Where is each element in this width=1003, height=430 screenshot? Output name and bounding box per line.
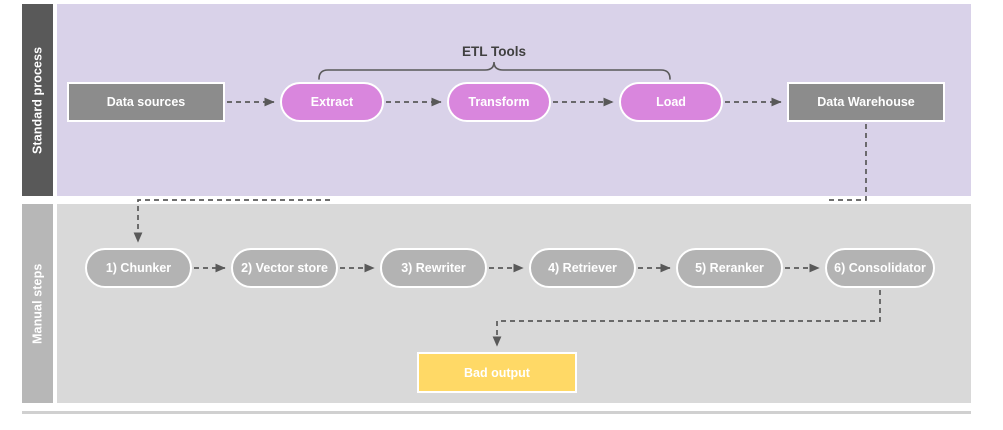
node-data-warehouse[interactable]: Data Warehouse bbox=[787, 82, 945, 122]
node-retriever[interactable]: 4) Retriever bbox=[529, 248, 636, 288]
lane-label-manual-steps: Manual steps bbox=[22, 204, 53, 403]
bottom-divider bbox=[22, 411, 971, 414]
node-transform[interactable]: Transform bbox=[447, 82, 551, 122]
node-data-sources[interactable]: Data sources bbox=[67, 82, 225, 122]
node-reranker[interactable]: 5) Reranker bbox=[676, 248, 783, 288]
node-chunker[interactable]: 1) Chunker bbox=[85, 248, 192, 288]
node-load[interactable]: Load bbox=[619, 82, 723, 122]
node-extract[interactable]: Extract bbox=[280, 82, 384, 122]
node-bad-output[interactable]: Bad output bbox=[417, 352, 577, 393]
etl-tools-label: ETL Tools bbox=[462, 44, 526, 59]
lane-label-standard-process: Standard process bbox=[22, 4, 53, 196]
node-rewriter[interactable]: 3) Rewriter bbox=[380, 248, 487, 288]
node-consolidator[interactable]: 6) Consolidator bbox=[825, 248, 935, 288]
node-vector-store[interactable]: 2) Vector store bbox=[231, 248, 338, 288]
